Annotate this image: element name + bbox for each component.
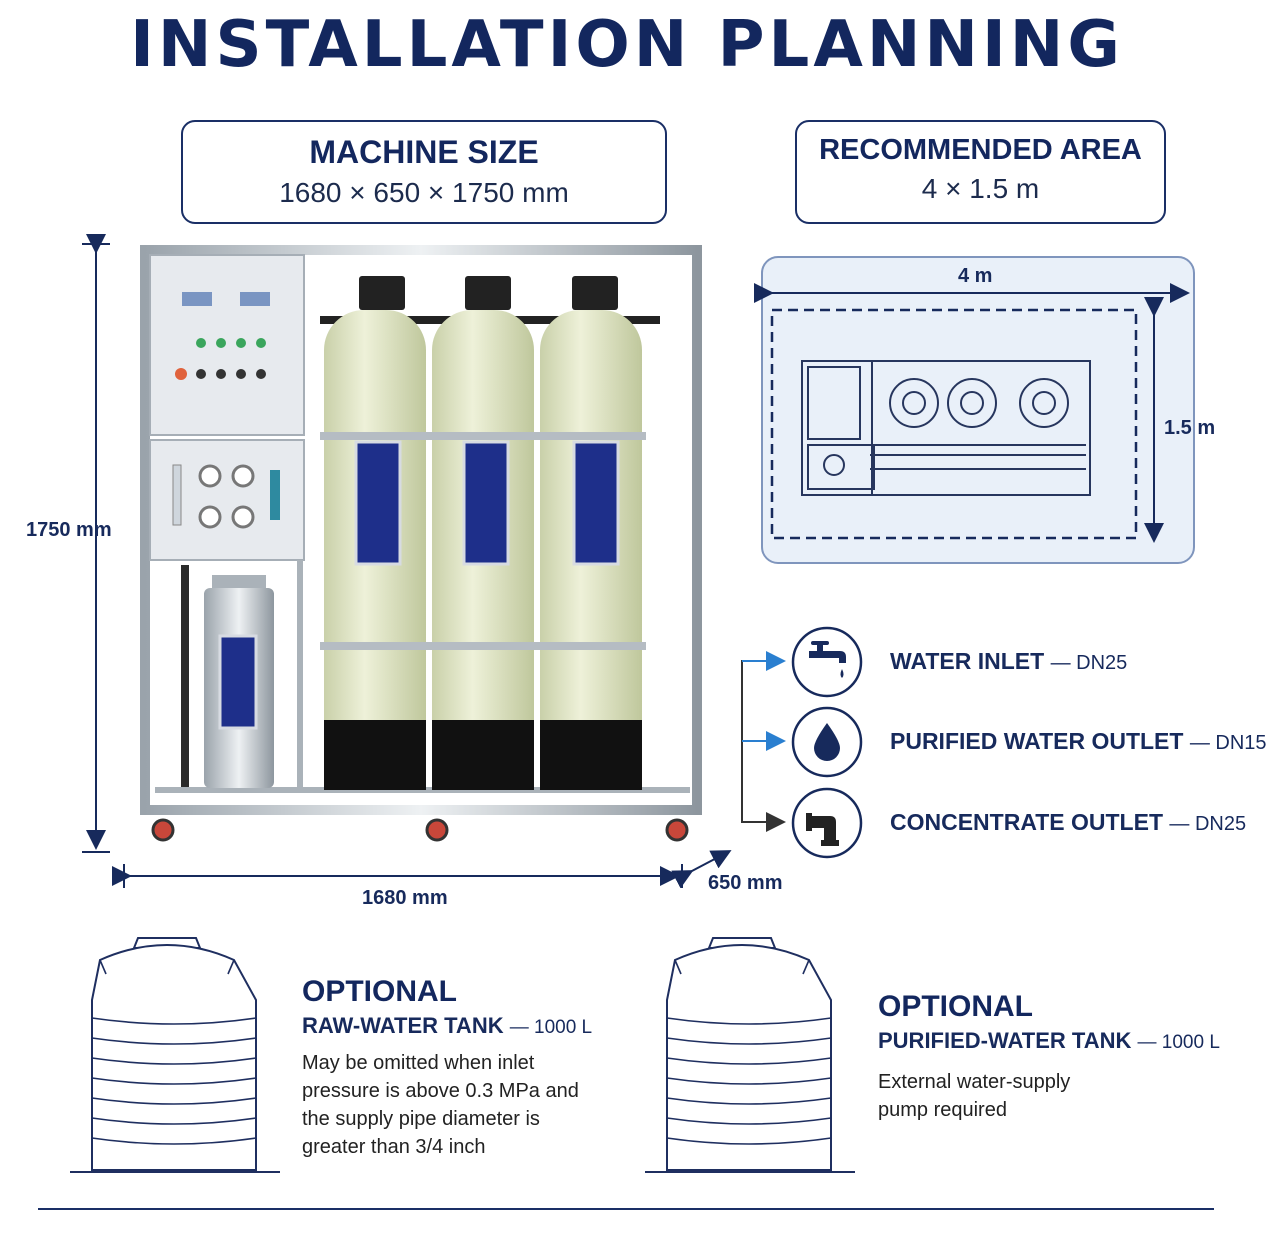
description-line: greater than 3/4 inch xyxy=(302,1136,486,1158)
tank-name: PURIFIED-WATER TANK xyxy=(878,1028,1132,1053)
width-label: 1680 mm xyxy=(362,887,448,909)
tank-description: May be omitted when inlet pressure is ab… xyxy=(302,1049,632,1161)
machine-size-value: 1680 × 650 × 1750 mm xyxy=(279,177,569,208)
recommended-area-box: RECOMMENDED AREA 4 × 1.5 m xyxy=(795,120,1166,224)
page-title: INSTALLATION PLANNING xyxy=(130,8,1124,82)
water-drop-icon xyxy=(791,706,863,778)
depth-label: 650 mm xyxy=(708,872,783,894)
elbow-pipe-icon xyxy=(791,787,863,859)
tank-description: External water-supply pump required xyxy=(878,1068,1238,1124)
connection-water-inlet: WATER INLET — DN25 xyxy=(890,648,1128,674)
connection-code: DN15 xyxy=(1215,732,1267,754)
tank-capacity: 1000 L xyxy=(534,1017,593,1038)
filter-vessel-1 xyxy=(320,276,430,790)
steel-frame xyxy=(140,245,702,815)
footer-divider xyxy=(38,1208,1214,1210)
floor-plan xyxy=(754,256,1195,564)
machine-illustration xyxy=(82,234,732,889)
recommended-area-outline xyxy=(770,308,1138,540)
connection-code: DN25 xyxy=(1076,652,1128,674)
plan-width-label: 4 m xyxy=(958,265,993,287)
depth-arrow xyxy=(671,850,732,889)
optional-heading: OPTIONAL xyxy=(878,990,1033,1023)
filter-vessel-3 xyxy=(536,276,646,790)
connection-concentrate-outlet: CONCENTRATE OUTLET — DN25 xyxy=(890,809,1247,835)
plan-depth-label: 1.5 m xyxy=(1164,417,1216,439)
machine-top-view xyxy=(801,360,1091,496)
filter-vessel-2 xyxy=(428,276,538,790)
description-line: May be omitted when inlet xyxy=(302,1052,535,1074)
height-label: 1750 mm xyxy=(26,519,112,541)
connection-label: PURIFIED WATER OUTLET xyxy=(890,728,1184,754)
tank-capacity: 1000 L xyxy=(1161,1032,1220,1053)
description-line: pressure is above 0.3 MPa and xyxy=(302,1080,579,1102)
description-line: pump required xyxy=(878,1099,1007,1121)
caster-wheel xyxy=(151,818,175,842)
recommended-area-value: 4 × 1.5 m xyxy=(921,173,1040,204)
connection-bracket xyxy=(741,651,786,832)
purified-water-tank-info: OPTIONAL PURIFIED-WATER TANK — 1000 L Ex… xyxy=(878,990,1238,1124)
description-line: External water-supply xyxy=(878,1071,1071,1093)
faucet-icon xyxy=(791,626,863,698)
caster-wheel xyxy=(425,818,449,842)
description-line: the supply pipe diameter is xyxy=(302,1108,540,1130)
raw-water-tank-info: OPTIONAL RAW-WATER TANK — 1000 L May be … xyxy=(302,975,632,1161)
connection-label: WATER INLET xyxy=(890,648,1045,674)
raw-water-tank-illustration xyxy=(70,937,280,1173)
recommended-area-heading: RECOMMENDED AREA xyxy=(819,134,1142,166)
tank-name: RAW-WATER TANK xyxy=(302,1013,504,1038)
connection-code: DN25 xyxy=(1194,813,1247,835)
control-panel xyxy=(149,254,305,436)
cartridge-filter xyxy=(204,575,274,788)
caster-wheel xyxy=(665,818,689,842)
purified-water-tank-illustration xyxy=(645,937,855,1173)
machine-size-box: MACHINE SIZE 1680 × 650 × 1750 mm xyxy=(181,120,667,224)
machine-size-heading: MACHINE SIZE xyxy=(309,134,539,170)
connection-purified-outlet: PURIFIED WATER OUTLET — DN15 xyxy=(890,728,1267,754)
optional-heading: OPTIONAL xyxy=(302,975,457,1008)
connection-label: CONCENTRATE OUTLET xyxy=(890,809,1164,835)
